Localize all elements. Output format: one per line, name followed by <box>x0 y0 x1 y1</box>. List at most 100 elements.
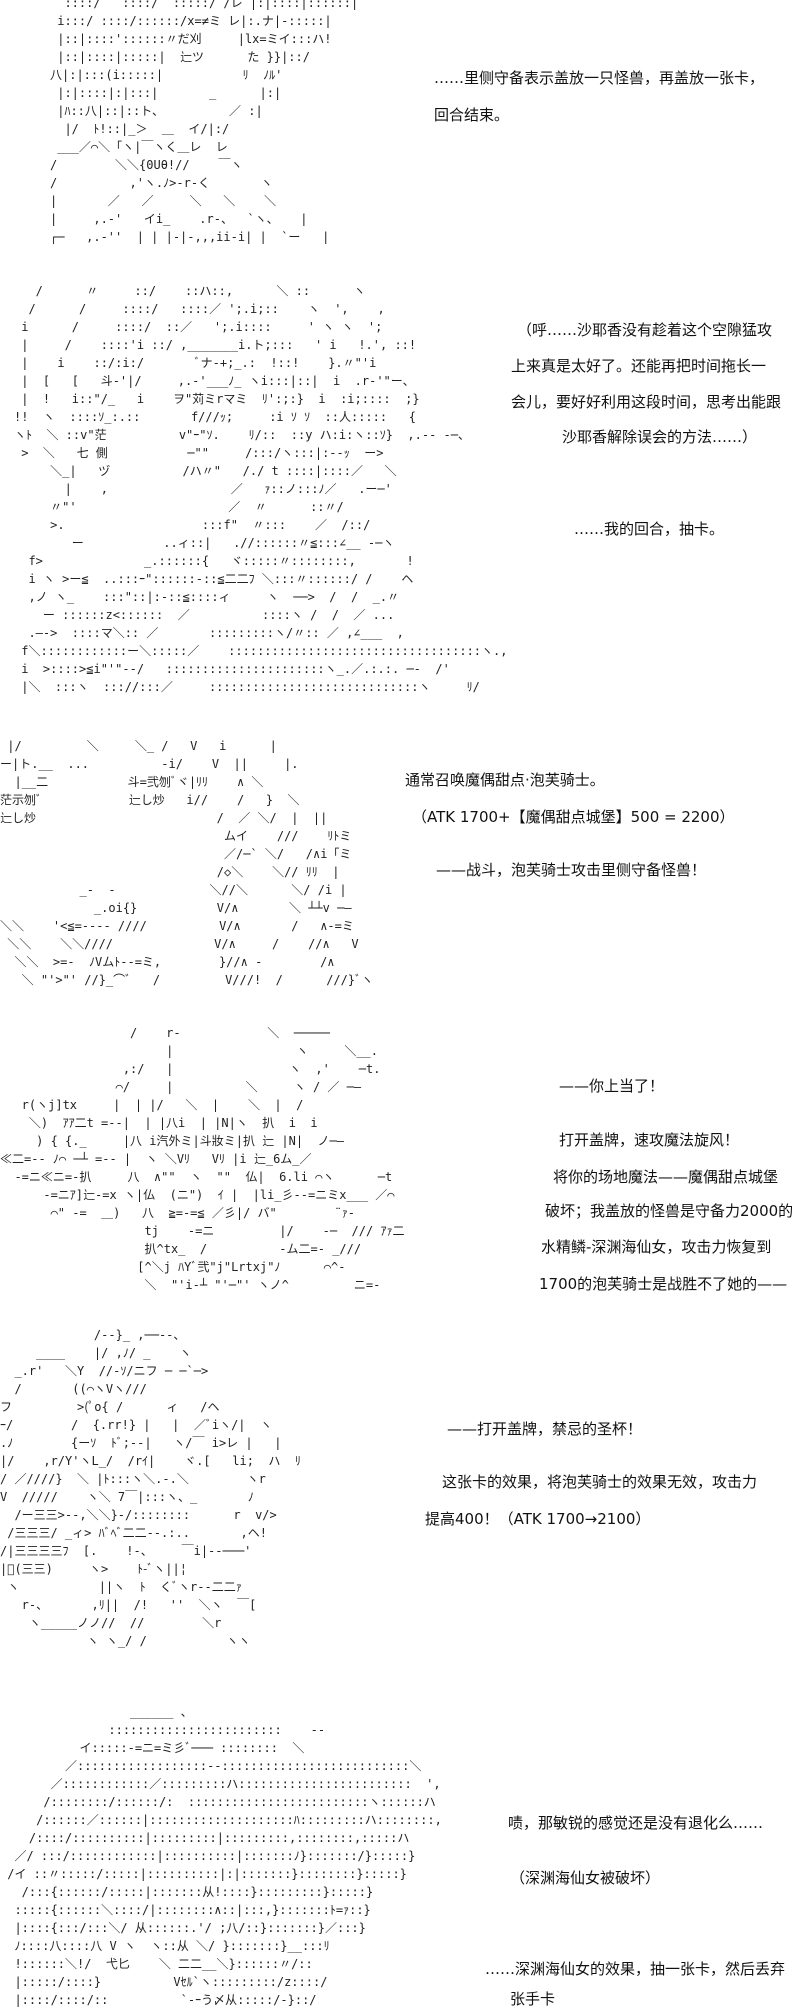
caption: 上来真是太好了。还能再把时间拖长一 <box>511 357 767 375</box>
ascii-art-line: [^＼j ﾊYﾞ弐"j"Lrtxj"ﾉ ⌒^- <box>0 1260 346 1274</box>
ascii-art-line: | , ／ ｧ::ノ:::ﾉ／ .ー─' <box>14 482 392 496</box>
caption: 回合结束。 <box>434 106 510 124</box>
ascii-art-line: ⌒" -= ＿) 八 ≧=-=≦ ／彡|/ バ" ¨ｧ- <box>0 1206 355 1220</box>
ascii-art-line: |__二 斗=弐刎ﾞヾ|ﾘﾘ ∧ ＼ <box>0 775 264 789</box>
ascii-art-line: フ >(ﾟo{ / ィ /ヘ <box>0 1400 220 1414</box>
ascii-art-line: 扒^tx_ / -ム二=- _/// <box>0 1242 362 1256</box>
caption: ……我的回合，抽卡。 <box>574 520 725 538</box>
caption: ——你上当了！ <box>559 1077 665 1095</box>
ascii-art-line: | ! i::"/_ i ヲ"苅ミrマミ ﾘ':;:} i :i;:::: ;} <box>14 392 420 406</box>
ascii-art-line: _- - ＼//＼ ＼/ /i | <box>0 883 347 897</box>
ascii-art-line: | ,.-' イi_ .r-、 `ヽ、 | <box>50 212 308 226</box>
ascii-art-line: |::|::::|:::::| 辷ツ た }}|::/ <box>50 50 310 64</box>
ascii-art-line: i >::::>≦i"'"--/ ::::::::::::::::::::::ヽ… <box>14 662 450 676</box>
ascii-art-line: i:::/ ::::/::::::/x=≠ミ レ|:.ナ|-:::::| <box>50 14 332 28</box>
ascii-art-line: r-、 ,ﾘ|| /! '' ＼ヽ ￣[ <box>0 1598 257 1612</box>
caption: ……深渊海仙女的效果，抽一张卡，然后丢弃 <box>485 1960 786 1978</box>
ascii-art-line: f＼::::::::::::ー＼:::::／ :::::::::::::::::… <box>14 644 508 658</box>
ascii-art-line: ー ..ィ::| .//::::::〃≦:::∠__ ‐─ヽ <box>14 536 395 550</box>
ascii-art-panel-6: ______ 、 :::::::::::::::::::::::: -- イ::… <box>0 1703 442 2009</box>
ascii-art-line: ﾉ::::八::::八 V ヽ ヽ::从 ＼/ }:::::::}__:::ﾘ <box>0 1939 330 1953</box>
ascii-art-line: ┌─ ,.-'' | | |-|-,,,ii-i| | `ー | <box>50 230 330 244</box>
ascii-art-line: ,ノ ヽ_ :::"::|:-::≦::::ィ ヽ ──> / / _.〃 <box>14 590 400 604</box>
ascii-art-line: _.oi{} V/∧ ＼ ┴┴v ─― <box>0 901 352 915</box>
ascii-art-line: 辷し炒 / ／ ＼/ | || <box>0 811 328 825</box>
ascii-art-line: |:::::/::::} Vｾﾙ`ヽ:::::::::/z::::/ <box>0 1975 328 1989</box>
ascii-art-line: ー ::::::z<:::::: ／ ::::ヽ / / ／ ... <box>14 608 395 622</box>
ascii-art-line: |/ ＼ ＼_ / V i | <box>0 739 277 753</box>
ascii-art-line: i / ::::/ ::／ ';.i:::: ' ヽ ヽ '; <box>14 320 383 334</box>
ascii-art-line: > ＼ 七 側 ─"" /:::/ヽ:::|:--ｯ ー> <box>14 446 384 460</box>
ascii-art-line: |＼ :::ヽ ::://:::／ ::::::::::::::::::::::… <box>14 680 480 694</box>
ascii-art-panel-1: ::::/ ::::/ :::::/ /レ |:|::::|::::::| i:… <box>50 0 358 246</box>
ascii-art-panel-5: /--}_ ,──--、 ____ |/ ,ﾉ/ _ ヽ _.r' ＼Y //-… <box>0 1326 301 1650</box>
ascii-art-line: /イ ::〃:::::/:::::|::::::::::|:|:::::::}:… <box>0 1867 407 1881</box>
ascii-art-line: / ＼＼{0Uθ!// ￣ヽ <box>50 158 243 172</box>
ascii-art-line: :::::::::::::::::::::::: -- <box>0 1723 326 1737</box>
ascii-art-line: / ((⌒ヽVヽ/// <box>0 1382 147 1396</box>
caption: ……里侧守备表示盖放一只怪兽，再盖放一张卡， <box>434 69 765 87</box>
caption: 张手卡 <box>510 1990 556 2008</box>
ascii-art-line: |/ ,r/Y'ヽL_/ /rｲ| ヾ.[ li; ハ ﾘ <box>0 1454 301 1468</box>
ascii-art-line: !! ヽ ::::ｿ_:.:: f///ｯ; :i ｿ ｿ ::人::::: { <box>14 410 417 424</box>
ascii-art-line: ＼＼ >=- ﾉVムﾄ--=ミ, }//∧ - /∧ <box>0 955 335 969</box>
ascii-art-line: / r- ＼ ───── <box>0 1026 330 1040</box>
ascii-art-line: .―-> ::::マ＼:: ／ :::::::::ヽ/〃:: ／ ,∠___ , <box>14 626 404 640</box>
ascii-art-line: ::::/ ::::/ :::::/ /レ |:|::::|::::::| <box>50 0 359 10</box>
ascii-art-line: ＼) ｱｱ二t =--| | |八i | |N|ヽ 扒 i i <box>0 1116 318 1130</box>
ascii-art-line: 〃"' ／ 〃 ::〃/ <box>14 500 344 514</box>
ascii-art-line: |/ ﾄ!::|_＞ ＿ イ/|:/ <box>50 122 230 136</box>
ascii-art-line: i ヽ >ー≦ ..:::ｰ"::::::-::≦二二ﾌ ＼:::〃::::::… <box>14 572 414 586</box>
caption: 沙耶香解除误会的方法……） <box>562 428 758 446</box>
caption: 会儿，要好好利用这段时间，思考出能跟 <box>511 393 782 411</box>
ascii-art-line: |ﾊ::八|::|::ト、 ／ :| <box>50 104 263 118</box>
ascii-art-line: ／::::::::::::::::::--:::::::::::::::::::… <box>0 1759 422 1773</box>
ascii-art-line: ／/─` ＼/ /∧i「ミ <box>0 847 352 861</box>
ascii-art-line: |ﾞ(三三) ヽ> ﾄ-ﾞヽ||¦ <box>0 1562 187 1576</box>
caption: 水精鳞-深渊海仙女，攻击力恢复到 <box>541 1238 772 1256</box>
caption: 破坏；我盖放的怪兽是守备力2000的 <box>545 1202 794 1220</box>
ascii-art-line: :::::{::::::＼::::/|::::::::∧::|:::,}::::… <box>0 1903 371 1917</box>
ascii-art-line: | i ::/:i:/ ﾞナ-+;_.: !::! }.〃"'i <box>14 356 377 370</box>
ascii-art-line: /--}_ ,──--、 <box>0 1328 186 1342</box>
ascii-art-line: ____ |/ ,ﾉ/ _ ヽ <box>0 1346 192 1360</box>
caption: 通常召唤魔偶甜点·泡芙骑士。 <box>405 771 605 789</box>
ascii-art-line: ー|ト.__ ... -i/ V || |. <box>0 757 299 771</box>
ascii-art-line: -=ニｱ]辷-=x ヽ|仏 (ニ") ｲ | |li_彡--=ニミx___ ／⌒ <box>0 1188 395 1202</box>
ascii-art-line: |::::{:::/:::＼/ 从::::::.'/ ;八/::}:::::::… <box>0 1921 366 1935</box>
ascii-art-line: ≪二=-- ﾉ⌒ ─┴ =-- | ヽ ＼Vﾘ Vﾘ |i 辷_6ム_／ <box>0 1152 312 1166</box>
ascii-art-line: / / ::::/ ::::／ ';.i;:: ヽ ', , <box>14 302 385 316</box>
ascii-art-line: ) { {._ |八 i汽外ミ|斗妝ミ|扒 辷 |N| ノ─― <box>0 1134 344 1148</box>
ascii-art-line: ⌒/ | ＼ ヽ / ／ ─― <box>0 1080 362 1094</box>
ascii-art-line: ＼_| ヅ /ハ〃" /./ t ::::|::::／ ＼ <box>14 464 397 478</box>
ascii-art-line: /ー三三>--,＼＼}-/:::::::: r v/> <box>0 1508 277 1522</box>
ascii-art-line: /三三三/ _ィ> ﾊﾞﾍﾞ二二--.:.. ,ヘ! <box>0 1526 267 1540</box>
caption: 将你的场地魔法——魔偶甜点城堡 <box>553 1168 779 1186</box>
ascii-art-line: | ／ ／ ＼ ＼ ＼ <box>50 194 277 208</box>
ascii-art-line: ,:/ | ヽ ,' ─t. <box>0 1062 381 1076</box>
ascii-art-line: 八|:|:::(i:::::| ﾘ ﾉﾙ' <box>50 68 283 82</box>
ascii-art-line: ＼＼ ＼＼//// V/∧ / //∧ V <box>0 937 359 951</box>
ascii-art-line: | ヽ ＼__. <box>0 1044 379 1058</box>
ascii-art-line: /::::::::/::::::/: :::::::::::::::::::::… <box>0 1795 436 1809</box>
ascii-art-line: ／/ :::/::::::::::::|::::::::::|:::::::ﾉ}… <box>0 1849 416 1863</box>
ascii-art-line: |::|::::'::::::〃だ刈 |lx=ミイ:::ハ! <box>50 32 332 46</box>
ascii-art-line: ヽ_____ノノ// // ＼r <box>0 1616 222 1630</box>
caption: （呼……沙耶香没有趁着这个空隙猛攻 <box>517 321 773 339</box>
ascii-art-line: _.r' ＼Y //-ｿ/ニフ ─ ─`─> <box>0 1364 209 1378</box>
ascii-art-line: ＼＼ '<≦=---- //// V/∧ / ∧-=ミ <box>0 919 354 933</box>
ascii-art-panel-4: / r- ＼ ───── | ヽ ＼__. ,:/ | ヽ ,' ─t. ⌒/ … <box>0 1024 404 1294</box>
caption: 1700的泡芙骑士是战胜不了她的—— <box>539 1275 788 1293</box>
caption: 这张卡的效果，将泡芙骑士的效果无效，攻击力 <box>442 1473 758 1491</box>
ascii-art-line: !::::::＼!/ 弋匕 ＼ 二二__＼}::::::〃/:: <box>0 1957 313 1971</box>
ascii-art-line: / 〃 ::/ ::ハ::, ＼ :: ヽ <box>14 284 366 298</box>
ascii-art-line: /:::{::::::/:::::|:::::::从!::::}::::::::… <box>0 1885 374 1899</box>
ascii-art-line: /◇＼ ＼// ﾘﾘ | <box>0 865 340 879</box>
ascii-art-line: /|三三三三ﾌ [. !-、 ￣i|--───' <box>0 1544 252 1558</box>
ascii-art-line: /::::/::::::::::|:::::::::|:::::::::,:::… <box>0 1831 410 1845</box>
ascii-art-line: tj -=ニ |/ -─ /// ｱｧ二 <box>0 1224 405 1238</box>
ascii-art-panel-3: |/ ＼ ＼_ / V i | ー|ト.__ ... -i/ V || |. |_… <box>0 737 373 989</box>
ascii-art-line: ／::::::::::::／:::::::::ハ::::::::::::::::… <box>0 1777 441 1791</box>
caption: （ATK 1700+【魔偶甜点城堡】500 = 2200） <box>412 808 735 826</box>
ascii-art-line: 茫示刎ﾞ 辷し炒 i// / } ＼ <box>0 793 300 807</box>
